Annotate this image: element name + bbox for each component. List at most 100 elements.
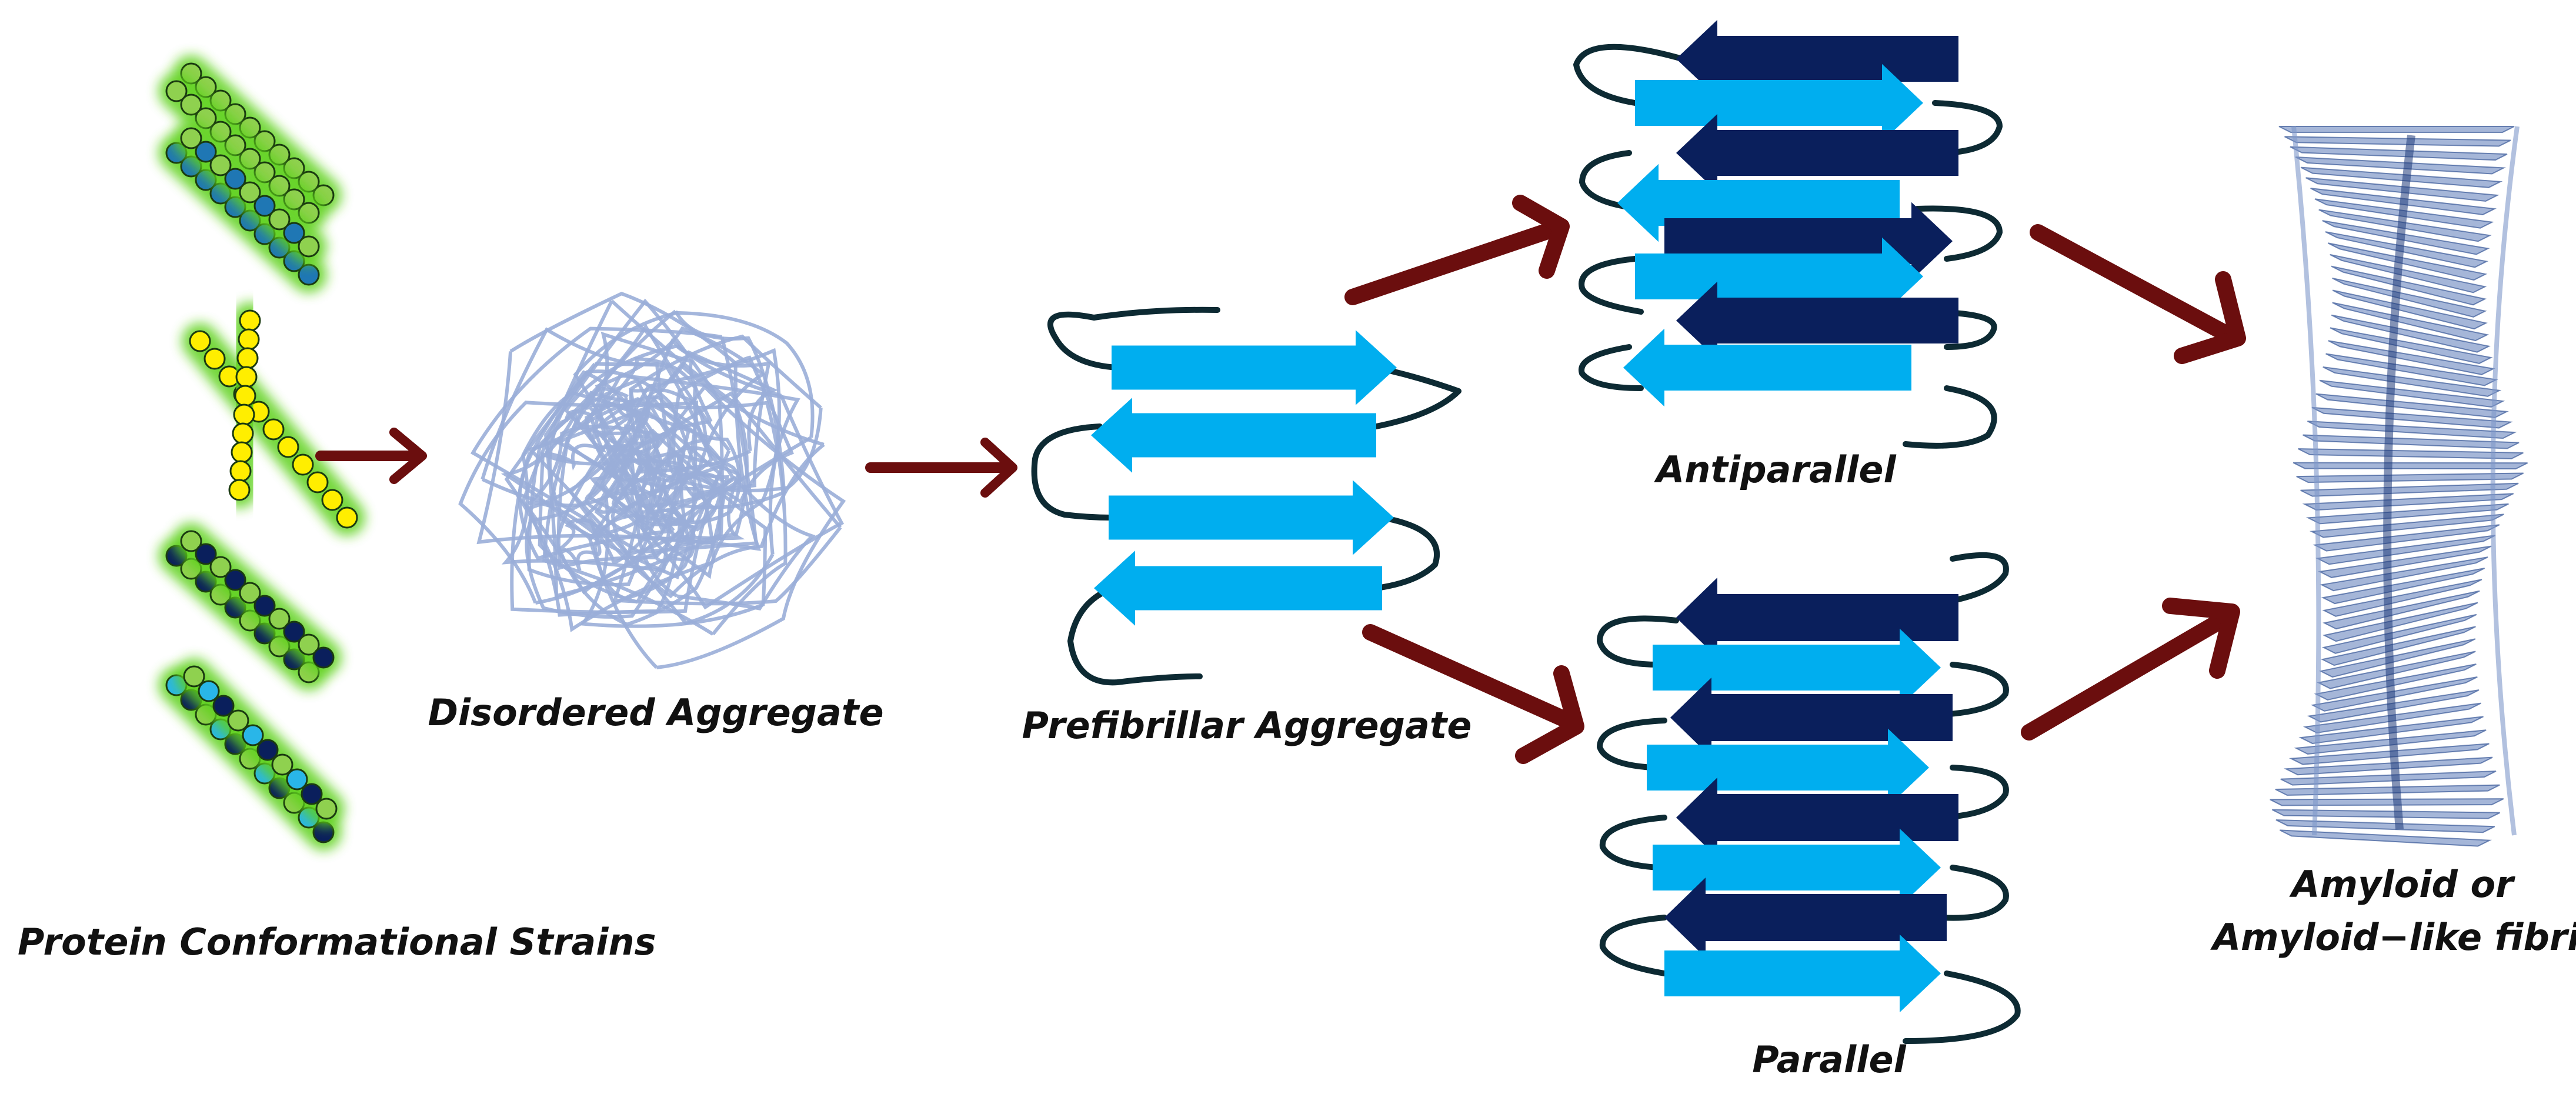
pathway-arrows xyxy=(315,195,2246,764)
arrow-strains-to-disordered xyxy=(315,428,427,484)
tangle-strand xyxy=(542,391,788,636)
fibril-strand-layer xyxy=(2275,784,2500,796)
residue-bead xyxy=(298,633,320,656)
residue-bead xyxy=(236,347,259,369)
strains-label: Protein Conformational Strains xyxy=(18,920,656,963)
fibril-strand-layer xyxy=(2296,472,2524,483)
residue-bead xyxy=(277,436,299,458)
antiparallel-strand-8 xyxy=(1623,328,1911,407)
parallel-strand-3 xyxy=(1670,678,1953,758)
fibril-strand-layer xyxy=(2317,651,2476,689)
tangle-strand xyxy=(563,344,771,535)
amyloid-fibril xyxy=(2270,126,2528,847)
residue-bead xyxy=(239,181,261,204)
fibril-strand-layer xyxy=(2323,590,2480,630)
loop-segment xyxy=(1047,306,1220,371)
fibril-strand-layer xyxy=(2311,406,2513,429)
fibril-strand-layer xyxy=(2330,254,2487,293)
tangle-strand xyxy=(583,331,713,476)
prefib-strand-2 xyxy=(1091,398,1376,473)
fibril-core xyxy=(2383,135,2415,830)
residue-bead xyxy=(301,783,323,805)
disordered-aggregate-tangle xyxy=(458,291,846,669)
residue-bead xyxy=(239,582,261,604)
antiparallel-strand-7 xyxy=(1676,281,1958,360)
fibril-strand-layer xyxy=(2300,482,2519,497)
fibril-strand-layer xyxy=(2323,366,2502,397)
tangle-strand xyxy=(527,373,800,626)
parallel-strand-6 xyxy=(1653,828,1941,907)
residue-bead xyxy=(198,680,220,702)
tangle-strand xyxy=(470,326,759,554)
residue-bead xyxy=(195,141,217,163)
residue-bead xyxy=(180,94,202,116)
fibril-strand-layer xyxy=(2293,462,2528,470)
residue-bead xyxy=(233,403,255,426)
prefibrillar-sheet xyxy=(1031,306,1461,686)
fibril-strand-layer xyxy=(2322,602,2478,642)
residue-bead xyxy=(189,330,211,352)
residue-bead xyxy=(292,453,314,476)
fibril-strand-layer xyxy=(2298,448,2524,459)
residue-bead xyxy=(239,309,261,332)
residue-bead xyxy=(227,709,249,732)
residue-bead xyxy=(268,208,291,231)
fibril-strand-layer xyxy=(2331,265,2487,306)
loop-segment xyxy=(1373,515,1440,591)
residue-bead xyxy=(209,154,232,176)
tangle-strand xyxy=(589,428,689,525)
fibril-strand-layer xyxy=(2314,663,2477,701)
residue-bead xyxy=(315,798,338,820)
fibril-strand-layer xyxy=(2328,340,2495,375)
fibril-strand-layer xyxy=(2317,545,2492,578)
tangle-strand xyxy=(579,428,768,628)
residue-bead xyxy=(242,724,264,746)
prefib-strand-1 xyxy=(1112,330,1397,405)
loop-segment xyxy=(1597,615,1679,668)
residue-bead xyxy=(262,418,285,441)
residue-bead xyxy=(306,471,329,493)
fibril-label-line1: Amyloid or xyxy=(2288,863,2515,906)
fibril-strand-layer xyxy=(2320,556,2488,592)
residue-bead xyxy=(180,127,202,149)
fibril-strand-layer xyxy=(2313,524,2500,552)
fibril-strand-layer xyxy=(2318,638,2476,678)
residue-bead xyxy=(238,328,260,351)
antiparallel-strand-2 xyxy=(1635,64,1923,142)
strain-yellow-a xyxy=(182,323,365,536)
strain-cyan-a xyxy=(158,667,342,850)
fibril-strand-layer xyxy=(2321,568,2485,605)
tangle-strand xyxy=(585,457,643,514)
tangle-strand xyxy=(554,518,602,571)
loop-segment xyxy=(1938,552,2009,606)
fibril-strand-layer xyxy=(2332,277,2487,318)
fibril-strand-layer xyxy=(2320,626,2476,666)
tangle-strand xyxy=(599,348,781,579)
loop-segment xyxy=(1597,718,1667,771)
residue-bead xyxy=(256,739,279,761)
residue-bead xyxy=(253,595,276,617)
parallel-sheet xyxy=(1597,552,2021,1044)
tangle-strand xyxy=(635,475,816,611)
fibril-edge-right xyxy=(2490,126,2520,836)
residue-bead xyxy=(321,489,343,511)
loop-segment xyxy=(1903,970,2021,1044)
fibril-strand-layer xyxy=(2332,302,2490,342)
fibril-strand-layer xyxy=(2300,166,2503,188)
residue-bead xyxy=(298,264,320,286)
loop-segment xyxy=(1599,815,1667,870)
tangle-strand xyxy=(592,395,698,527)
tangle-strand xyxy=(584,386,633,441)
parallel-strand-5 xyxy=(1676,778,1958,858)
parallel-strand-8 xyxy=(1664,934,1941,1013)
loop-segment xyxy=(1938,765,2009,820)
residue-bead xyxy=(232,422,254,445)
residue-bead xyxy=(283,222,305,244)
strain-teal-b xyxy=(173,120,327,265)
residue-bead xyxy=(336,506,358,529)
parallel-label: Parallel xyxy=(1752,1038,1906,1081)
parallel-strand-2 xyxy=(1653,628,1941,707)
fibril-strand-layer xyxy=(2275,819,2495,833)
fibril-label-line2: Amyloid−like fibril xyxy=(2210,916,2576,959)
antiparallel-label: Antiparallel xyxy=(1653,448,1896,491)
